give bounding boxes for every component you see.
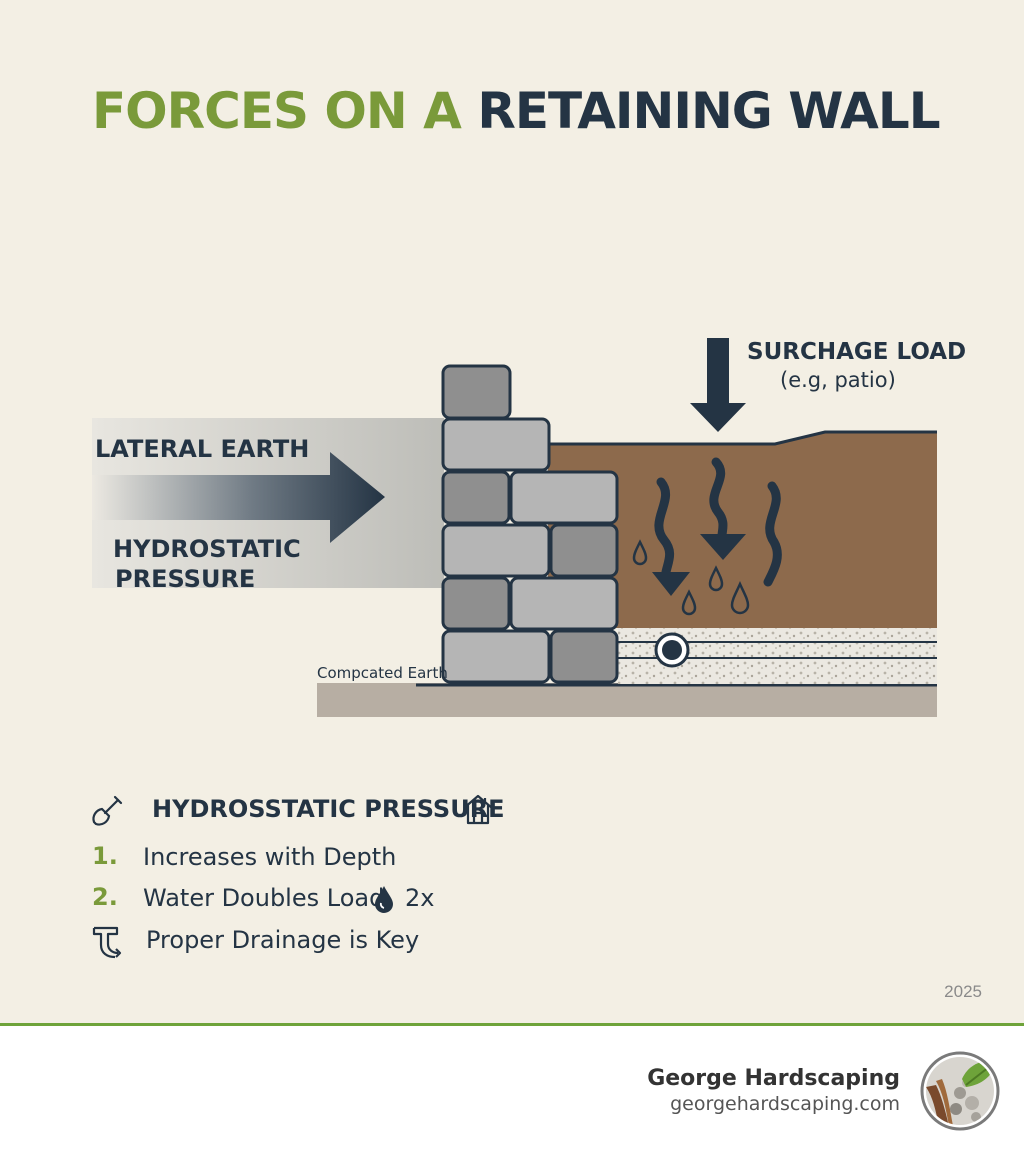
water-arrowhead [652, 572, 690, 596]
water-drop-icon [372, 884, 396, 919]
wall-block [441, 523, 551, 578]
brand-name: George Hardscaping [647, 1066, 900, 1091]
brand-url[interactable]: georgehardscaping.com [670, 1093, 900, 1115]
house-icon [461, 792, 495, 831]
list-item-2: Water Doubles Load [143, 884, 385, 912]
list-item-2-suffix: 2x [405, 884, 435, 912]
legend-heading: HYDROSSTATIC PRESSURE [152, 795, 505, 823]
shovel-icon [90, 792, 126, 833]
water-flow-arrows [654, 457, 782, 587]
year-label: 2025 [944, 982, 982, 1001]
wall-block [441, 417, 551, 472]
water-arrowhead [700, 534, 746, 560]
title-part-2: RETAINING WALL [477, 82, 940, 140]
soil-backfill [548, 432, 937, 628]
wall-block [509, 470, 619, 525]
ground-base [317, 683, 937, 717]
wall-cap-block [441, 364, 512, 420]
wall-block [441, 629, 551, 684]
title-part-1: FORCES ON A [92, 82, 462, 140]
drain-icon [91, 925, 123, 964]
wall-block [549, 523, 619, 578]
surcharge-label: SURCHAGE LOAD [747, 339, 966, 365]
lateral-pressure-arrow [92, 452, 385, 543]
surcharge-arrow [690, 338, 746, 432]
soil-surface-line [548, 430, 937, 446]
water-droplets [632, 539, 750, 616]
list-marker-2: 2. [92, 883, 118, 911]
wall-block [441, 576, 511, 631]
list-item-3: Proper Drainage is Key [146, 926, 420, 954]
list-marker-1: 1. [92, 842, 118, 870]
brand-logo [920, 1051, 1000, 1131]
hydrostatic-label-line2: PRESSURE [115, 565, 255, 593]
drain-pipe-inner [662, 640, 682, 660]
wall-block [441, 470, 511, 525]
list-item-1: Increases with Depth [143, 843, 397, 871]
wall-blocks [441, 364, 619, 684]
lateral-earth-label: LATERAL EARTH [95, 435, 309, 463]
page-title: FORCES ON A RETAINING WALL [92, 82, 941, 140]
surcharge-sublabel: (e.g, patio) [780, 368, 896, 392]
footer: George Hardscaping georgehardscaping.com [0, 1023, 1024, 1157]
retaining-wall-diagram: SURCHAGE LOAD (e.g, patio) LATERAL EARTH… [92, 338, 966, 717]
compacted-earth-label: Compcated Earth [317, 664, 448, 682]
wall-block [509, 576, 619, 631]
hydrostatic-label-line1: HYDROSTATIC [113, 535, 301, 563]
wall-block [549, 629, 619, 684]
